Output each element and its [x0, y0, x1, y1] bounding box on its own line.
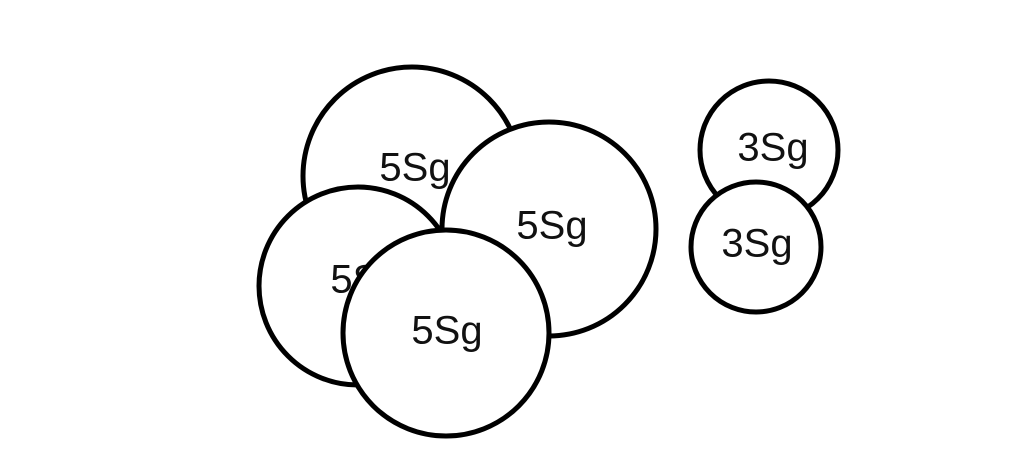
circle-label: 3Sg	[737, 126, 808, 170]
circle-3sg-bottom: 3Sg	[688, 179, 824, 315]
circle-label: 5Sg	[379, 146, 450, 190]
circle-label: 5Sg	[516, 204, 587, 248]
circle-label: 5Sg	[411, 309, 482, 353]
circle-label: 3Sg	[721, 222, 792, 266]
circle-5sg-front: 5Sg	[340, 227, 552, 439]
circle-3sg-top: 3Sg	[697, 78, 841, 222]
